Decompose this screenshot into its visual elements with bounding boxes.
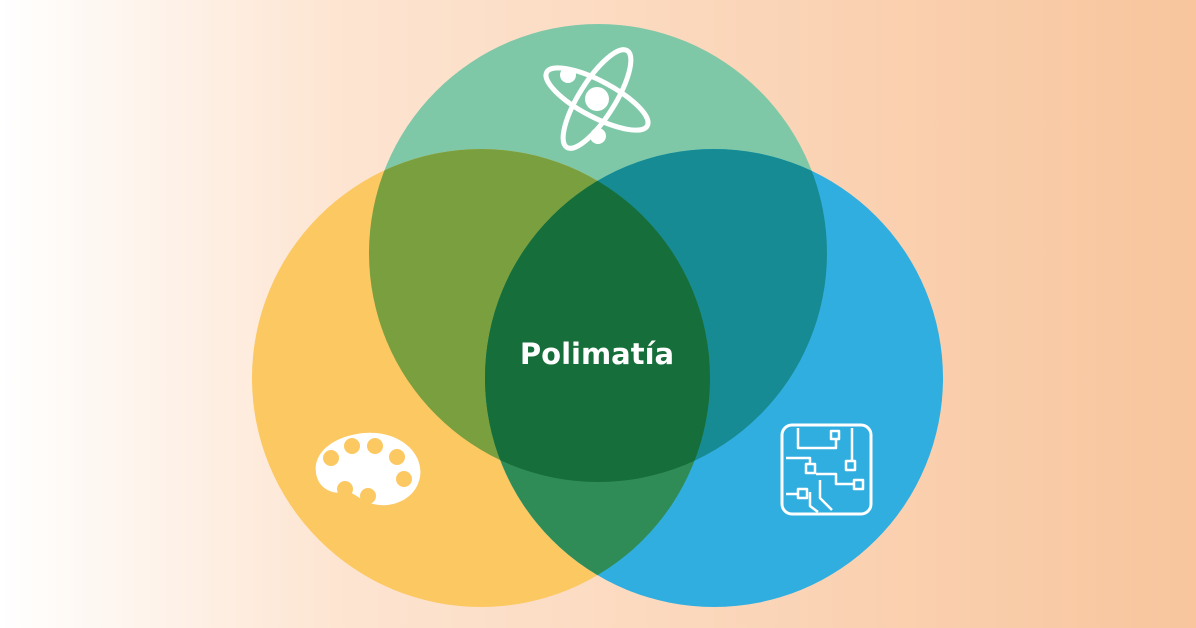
atom-icon [543, 47, 651, 151]
overlap-center [485, 149, 710, 482]
circuit-board-icon [780, 423, 873, 516]
center-label: Polimatía [520, 337, 674, 371]
palette-icon [315, 432, 421, 506]
